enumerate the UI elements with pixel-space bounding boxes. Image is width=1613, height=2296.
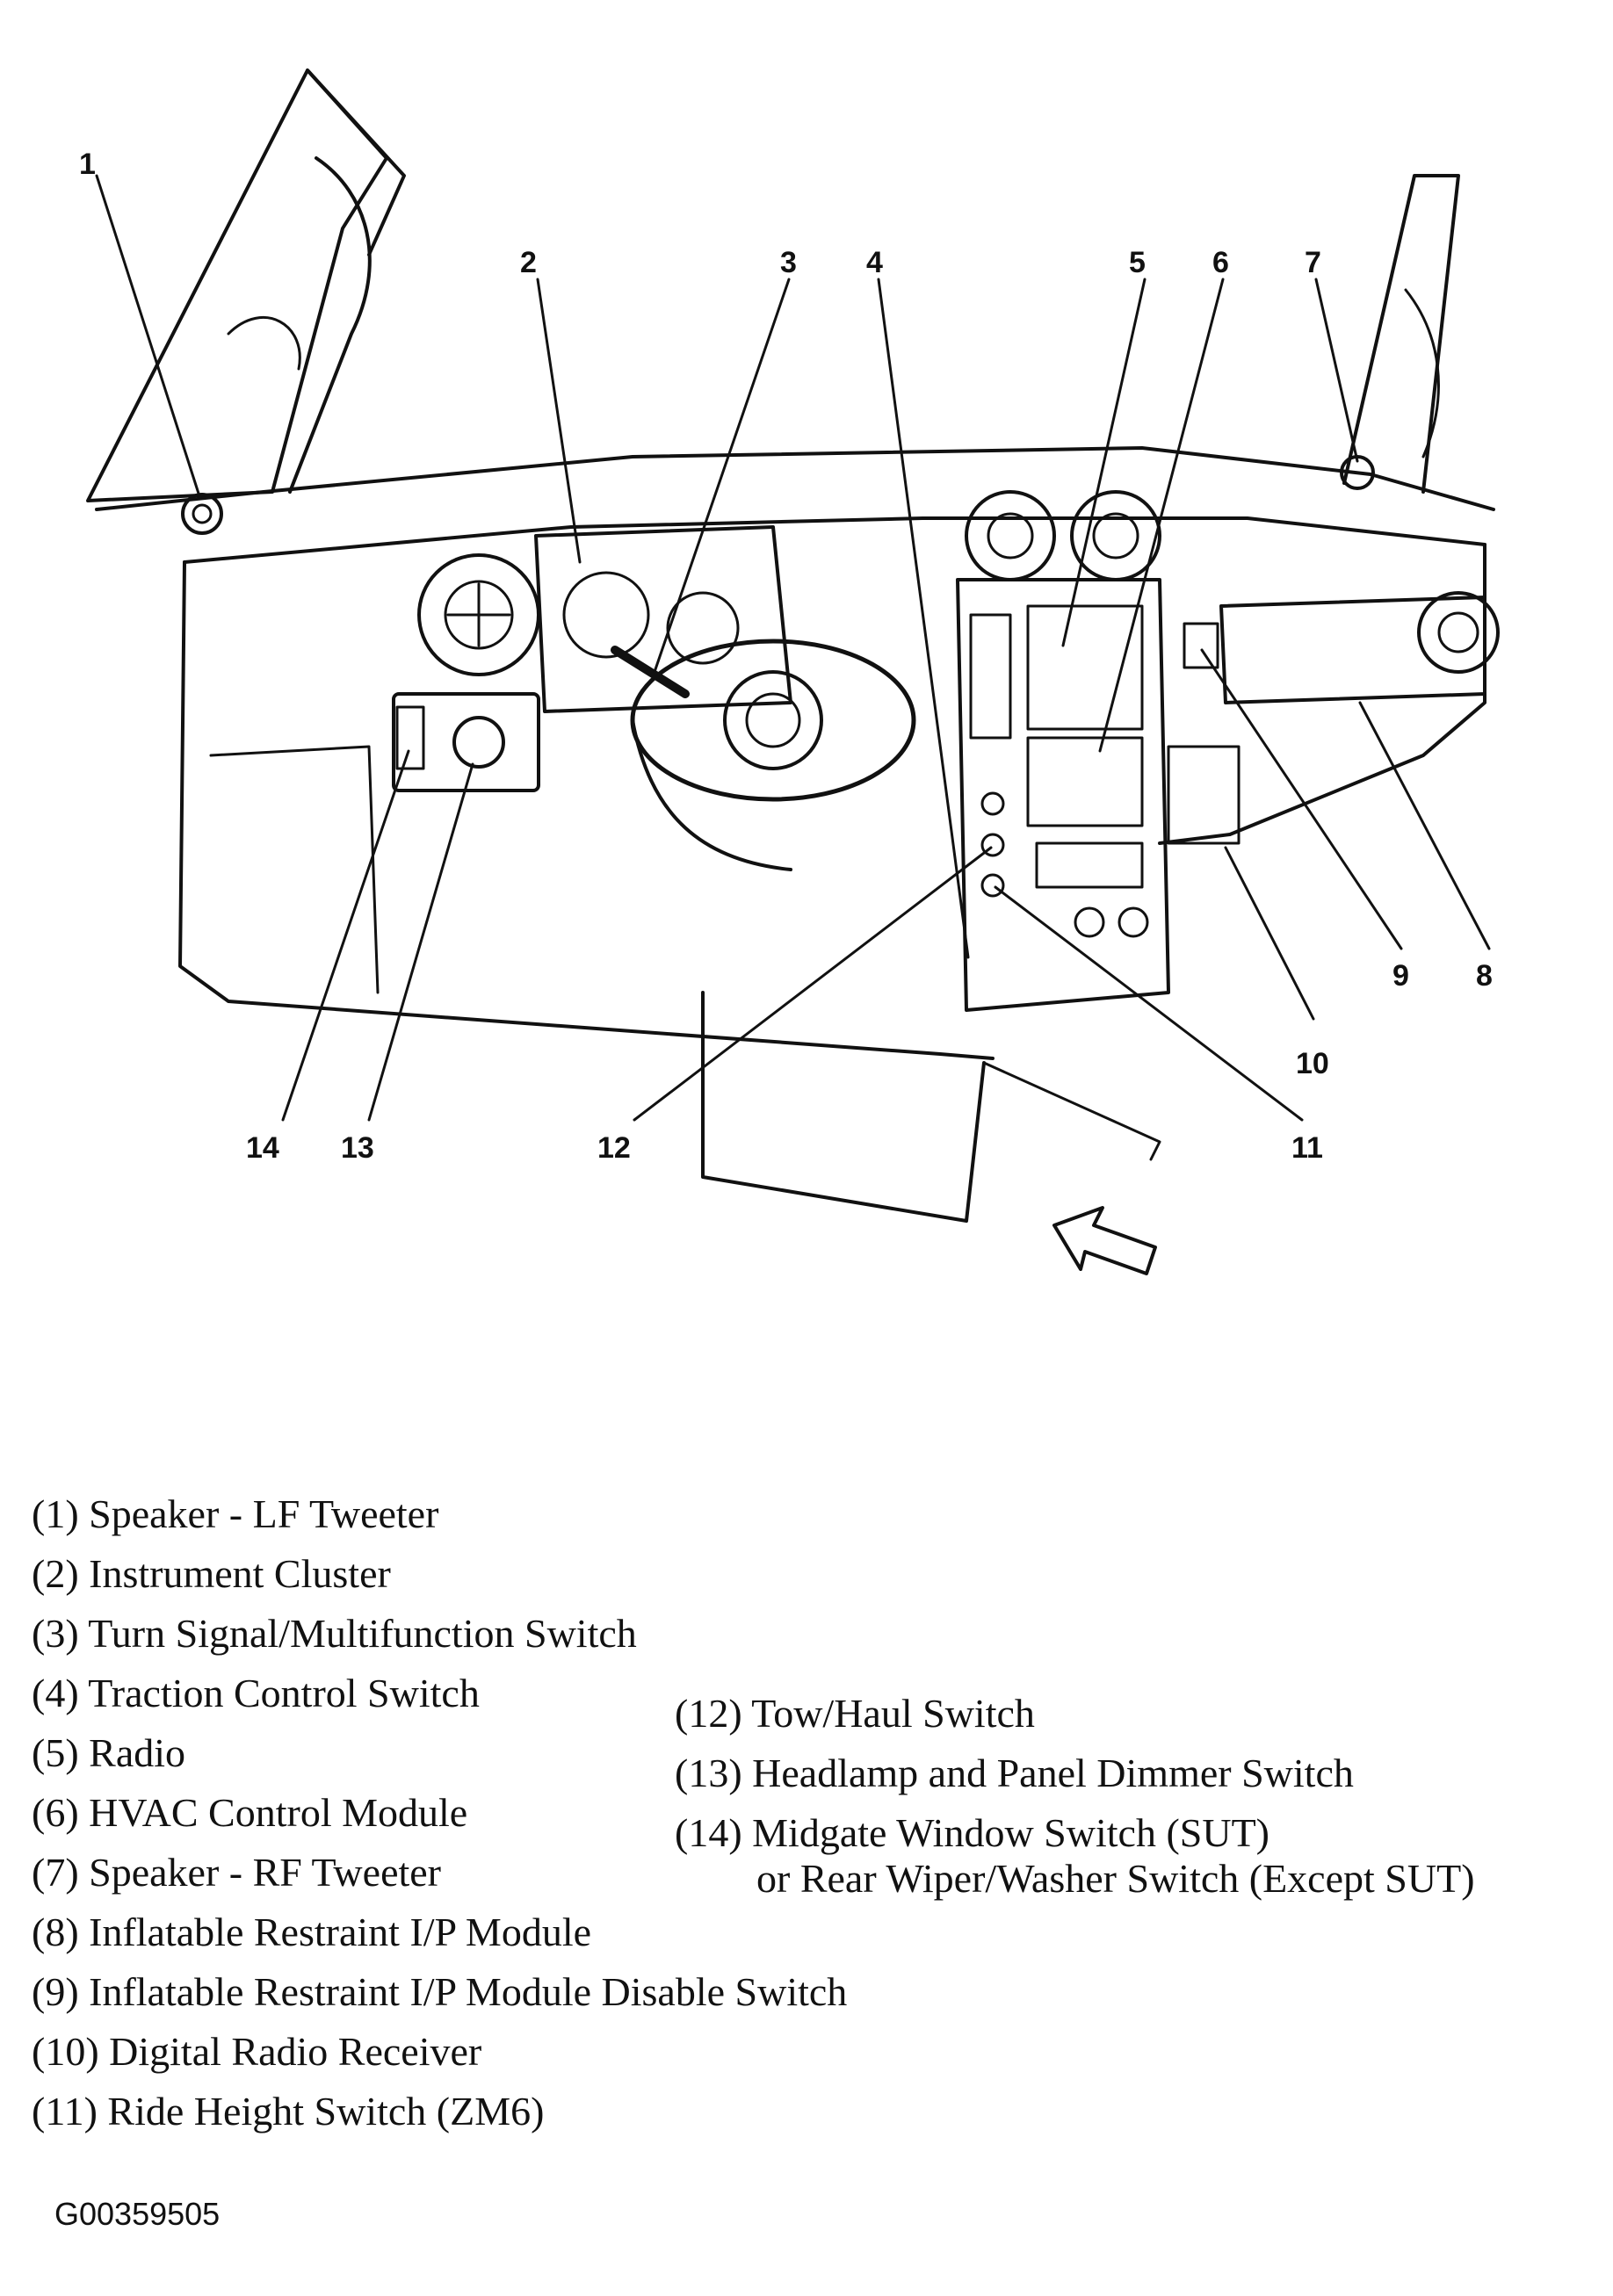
callout-12: 12 (597, 1131, 631, 1165)
callout-3: 3 (780, 246, 797, 279)
legend-item-6: (6) HVAC Control Module (32, 1790, 468, 1835)
legend-right-column: (12) Tow/Haul Switch (13) Headlamp and P… (675, 1684, 1475, 1902)
callout-8: 8 (1476, 959, 1493, 993)
legend-item-7: (7) Speaker - RF Tweeter (32, 1850, 441, 1895)
callout-6: 6 (1212, 246, 1229, 279)
callout-11: 11 (1291, 1131, 1323, 1165)
legend-item-13: (13) Headlamp and Panel Dimmer Switch (675, 1751, 1354, 1795)
dashboard-illustration (86, 69, 1500, 1275)
callout-1: 1 (79, 148, 96, 181)
legend-item-10: (10) Digital Radio Receiver (32, 2029, 482, 2074)
callout-7: 7 (1305, 246, 1321, 279)
figure-id: G00359505 (54, 2196, 221, 2232)
callout-13: 13 (341, 1131, 374, 1165)
legend-item-5: (5) Radio (32, 1730, 186, 1775)
legend-item-1: (1) Speaker - LF Tweeter (32, 1491, 439, 1536)
callout-9: 9 (1392, 959, 1409, 993)
leader-lines (95, 174, 1491, 1122)
legend-item-14-continuation: or Rear Wiper/Washer Switch (Except SUT) (756, 1856, 1475, 1901)
callout-2: 2 (520, 246, 537, 279)
legend-item-2: (2) Instrument Cluster (32, 1551, 391, 1596)
callout-5: 5 (1129, 246, 1146, 279)
instrument-panel-diagram: 1 2 3 4 5 6 7 8 9 10 11 12 13 14 (79, 69, 1500, 1275)
legend-left-column: (1) Speaker - LF Tweeter (2) Instrument … (32, 1484, 847, 2141)
legend-item-12: (12) Tow/Haul Switch (675, 1691, 1035, 1736)
legend-item-8: (8) Inflatable Restraint I/P Module (32, 1910, 592, 1954)
callout-4: 4 (866, 246, 883, 279)
legend-item-11: (11) Ride Height Switch (ZM6) (32, 2089, 545, 2134)
legend-item-4: (4) Traction Control Switch (32, 1671, 480, 1715)
legend-item-14: (14) Midgate Window Switch (SUT) (675, 1810, 1269, 1855)
legend-item-3: (3) Turn Signal/Multifunction Switch (32, 1611, 637, 1656)
callout-labels: 1 2 3 4 5 6 7 8 9 10 11 12 13 14 (79, 148, 1493, 1165)
callout-14: 14 (246, 1131, 279, 1165)
legend-item-9: (9) Inflatable Restraint I/P Module Disa… (32, 1969, 848, 2014)
callout-10: 10 (1296, 1047, 1329, 1080)
